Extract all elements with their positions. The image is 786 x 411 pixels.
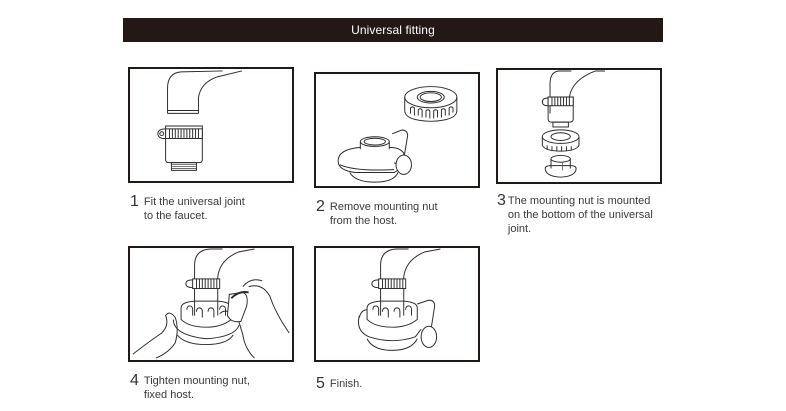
section-title-bar: Universal fitting [123,18,663,42]
step-number: 3 [497,192,506,209]
step-text: The mounting nut is mounted on the botto… [507,195,653,235]
step-3-illustration [496,68,662,184]
section-title: Universal fitting [351,23,435,37]
nut-and-host-icon [337,86,458,183]
step-number: 2 [316,198,325,215]
step-text: Finish. [329,378,363,390]
step-number: 5 [316,375,325,392]
step-5-caption: 5 Finish. [316,376,362,392]
assembled-filter-icon [358,248,441,351]
step-5-illustration [314,246,480,362]
faucet-and-joint-icon [157,70,243,171]
nut-mounted-icon [541,70,606,178]
step-text: Fit the universal joint to the faucet. [143,196,245,222]
step-4-caption: 4 Tighten mounting nut, fixed host. [130,373,250,402]
step-text: Remove mounting nut from the host. [329,201,438,227]
step-text: Tighten mounting nut, fixed host. [143,375,250,401]
step-4-illustration [128,246,294,362]
step-1-caption: 1 Fit the universal joint to the faucet. [130,194,245,223]
step-2-caption: 2 Remove mounting nut from the host. [316,199,438,228]
step-3-caption: 3 The mounting nut is mounted on the bot… [497,193,653,236]
step-2-illustration [314,72,480,188]
hands-tightening-icon [132,248,290,359]
step-1-illustration [128,67,294,183]
step-number: 1 [130,193,139,210]
step-number: 4 [130,372,139,389]
